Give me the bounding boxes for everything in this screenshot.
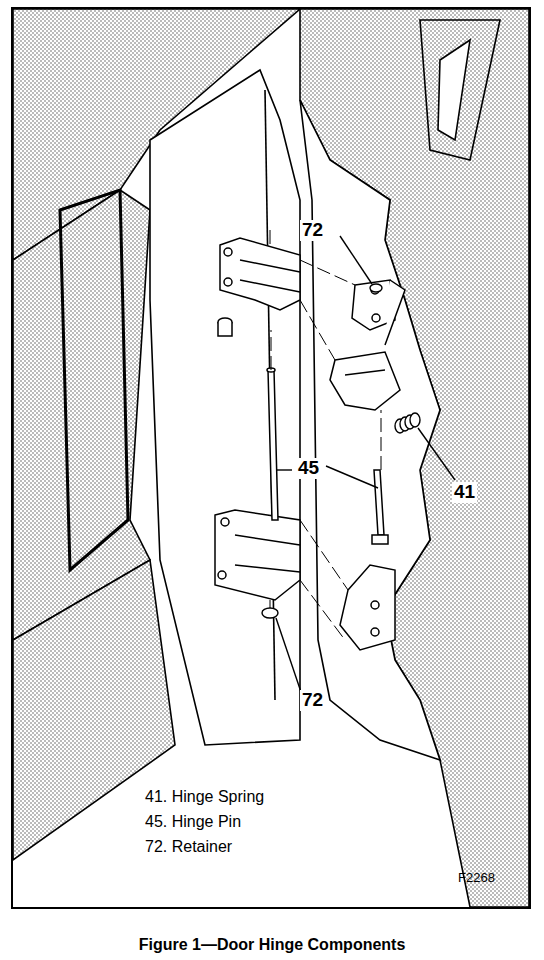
body-pillar — [60, 70, 300, 745]
door-hinge — [330, 280, 405, 650]
hinge-pin — [267, 368, 388, 544]
door-edge — [300, 20, 500, 760]
hinge-spring — [395, 413, 420, 433]
figure-code: F2268 — [458, 871, 495, 885]
key-entry: 45. Hinge Pin — [145, 813, 241, 831]
leader-lines — [276, 236, 455, 695]
key-entry: 41. Hinge Spring — [145, 788, 264, 806]
key-entry: 72. Retainer — [145, 838, 232, 856]
body-panels — [13, 9, 529, 907]
figure-caption: Figure 1—Door Hinge Components — [139, 936, 406, 954]
callout-number: 41 — [452, 482, 477, 503]
callout-number: 72 — [300, 690, 325, 711]
body-hinge — [215, 238, 300, 600]
assembly-lines — [270, 230, 381, 640]
callout-number: 72 — [300, 220, 325, 241]
frame — [12, 8, 530, 908]
callout-number: 45 — [296, 458, 321, 479]
retainer — [262, 284, 382, 618]
